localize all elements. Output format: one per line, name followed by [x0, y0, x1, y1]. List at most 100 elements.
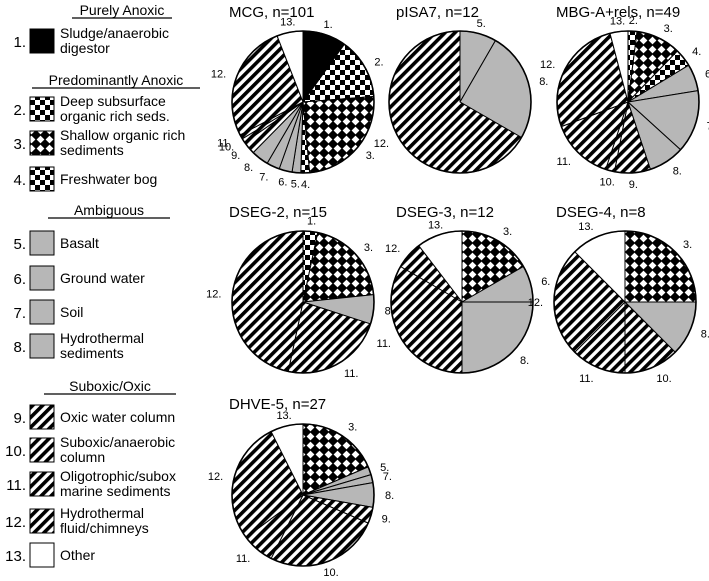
pie-slice-label: 6. [278, 177, 287, 189]
legend-item-number: 7. [13, 305, 26, 322]
legend-swatch [29, 265, 55, 291]
pie-slice-label: 13. [280, 16, 295, 28]
legend-item: 7.Soil [13, 299, 83, 325]
legend-group-title: Suboxic/Oxic [69, 378, 151, 394]
pie-slice-label: 3. [348, 422, 357, 434]
charts-area: MCG, n=1011.2.3.4.5.6.7.8.9.10.11.12.13.… [206, 4, 709, 579]
legend-swatch [29, 437, 55, 463]
pie-slice-label: 8. [385, 306, 394, 318]
pie-outline [390, 230, 534, 374]
legend-item-label: marine sediments [60, 483, 171, 499]
pie-chart: DSEG-4, n=83.8.10.11.12.13. [528, 204, 709, 385]
pie-slice-label: 10. [323, 567, 338, 579]
legend-swatch [29, 166, 55, 192]
pie-slice-label: 6. [705, 69, 709, 81]
pie-chart-title: pISA7, n=12 [396, 4, 479, 21]
legend: Purely Anoxic1.Sludge/anaerobicdigestorP… [5, 2, 200, 568]
pie-chart-title: DHVE-5, n=27 [229, 396, 326, 413]
legend-swatch [29, 230, 55, 256]
pie-slice-label: 3. [683, 239, 692, 251]
legend-item: 13.Other [5, 542, 95, 568]
pie-slice-label: 12. [206, 288, 221, 300]
pie-slice-label: 11. [377, 338, 391, 350]
legend-item-label: Oxic water column [60, 409, 175, 425]
pie-slice [302, 95, 375, 174]
pie-slice-label: 1. [324, 19, 333, 31]
legend-swatch [29, 130, 55, 156]
legend-item-label: Sludge/anaerobic [60, 25, 169, 41]
pie-chart-title: MCG, n=101 [229, 4, 314, 21]
pie-outline [556, 30, 700, 174]
pie-slice-label: 2. [629, 15, 638, 27]
pie-chart-title: DSEG-3, n=12 [396, 204, 494, 221]
legend-item-number: 10. [5, 443, 26, 460]
legend-swatch [29, 28, 55, 54]
legend-item-label: Suboxic/anaerobic [60, 434, 175, 450]
legend-item-number: 12. [5, 514, 26, 531]
pie-slice-label: 13. [578, 221, 593, 233]
legend-swatch [29, 508, 55, 534]
legend-item-label: digestor [60, 40, 110, 56]
pie-slice-label: 9. [382, 514, 391, 526]
legend-item-label: fluid/chimneys [60, 520, 149, 536]
pie-slice-label: 11. [217, 137, 231, 149]
pie-slice-label: 13. [610, 16, 625, 28]
pie-slice-label: 3. [366, 150, 375, 162]
legend-item-label: column [60, 449, 105, 465]
pie-slice-label: 5. [291, 179, 300, 191]
legend-item-number: 3. [13, 136, 26, 153]
legend-item-label: Other [60, 547, 95, 563]
pie-outline [388, 30, 532, 174]
pie-outline [231, 30, 375, 174]
legend-item-number: 2. [13, 102, 26, 119]
legend-item: 9. Oxic water column [13, 404, 175, 430]
legend-item-label: sediments [60, 142, 124, 158]
legend-item-label: Basalt [60, 235, 99, 251]
pie-slice-label: 6. [541, 276, 550, 288]
pie-slice-label: 12. [208, 471, 223, 483]
legend-item-label: Hydrothermal [60, 330, 144, 346]
legend-swatch [29, 404, 55, 430]
pie-chart-title: DSEG-2, n=15 [229, 204, 327, 221]
pie-slice-label: 11. [557, 156, 571, 168]
legend-swatch [29, 333, 55, 359]
pie-slice [231, 230, 304, 372]
legend-group-title: Ambiguous [74, 202, 144, 218]
pie-slice-label: 8. [673, 166, 682, 178]
pie-slice-label: 8. [244, 162, 253, 174]
legend-item-number: 11. [6, 477, 26, 494]
pie-slice-label: 7. [259, 171, 268, 183]
legend-item-number: 1. [13, 34, 26, 51]
pie-chart: DHVE-5, n=273.5.7.8.9.10.11.12.13. [208, 396, 394, 579]
pie-slice-label: 13. [428, 219, 443, 231]
pie-slice-label: 5. [477, 18, 486, 30]
pie-slice-label: 3. [503, 226, 512, 238]
pie-slice-label: 12. [211, 68, 226, 80]
pie-outline [553, 230, 697, 374]
legend-item-label: Ground water [60, 270, 145, 286]
legend-swatch [29, 96, 55, 122]
pie-chart-title: MBG-A+rels, n=49 [556, 4, 680, 21]
legend-item-number: 4. [13, 172, 26, 189]
legend-item-number: 8. [13, 339, 26, 356]
legend-group-title: Predominantly Anoxic [49, 72, 184, 88]
pie-slice-label: 5. [380, 462, 389, 474]
pie-slice-label: 2. [374, 57, 383, 69]
pie-slice-label: 3. [364, 242, 373, 254]
legend-item-number: 6. [13, 271, 26, 288]
pie-chart: DSEG-3, n=12 3. 6. 8. 11. 12. 13. [377, 204, 550, 374]
pie-slice-label: 12. [385, 243, 400, 255]
pie-slice-label: 10. [600, 176, 615, 188]
legend-item-label: organic rich seds. [60, 108, 170, 124]
legend-item-label: Oligotrophic/subox [60, 468, 176, 484]
legend-item-label: Hydrothermal [60, 505, 144, 521]
legend-item-number: 9. [13, 410, 26, 427]
legend-item: 6. Ground water [13, 265, 145, 291]
